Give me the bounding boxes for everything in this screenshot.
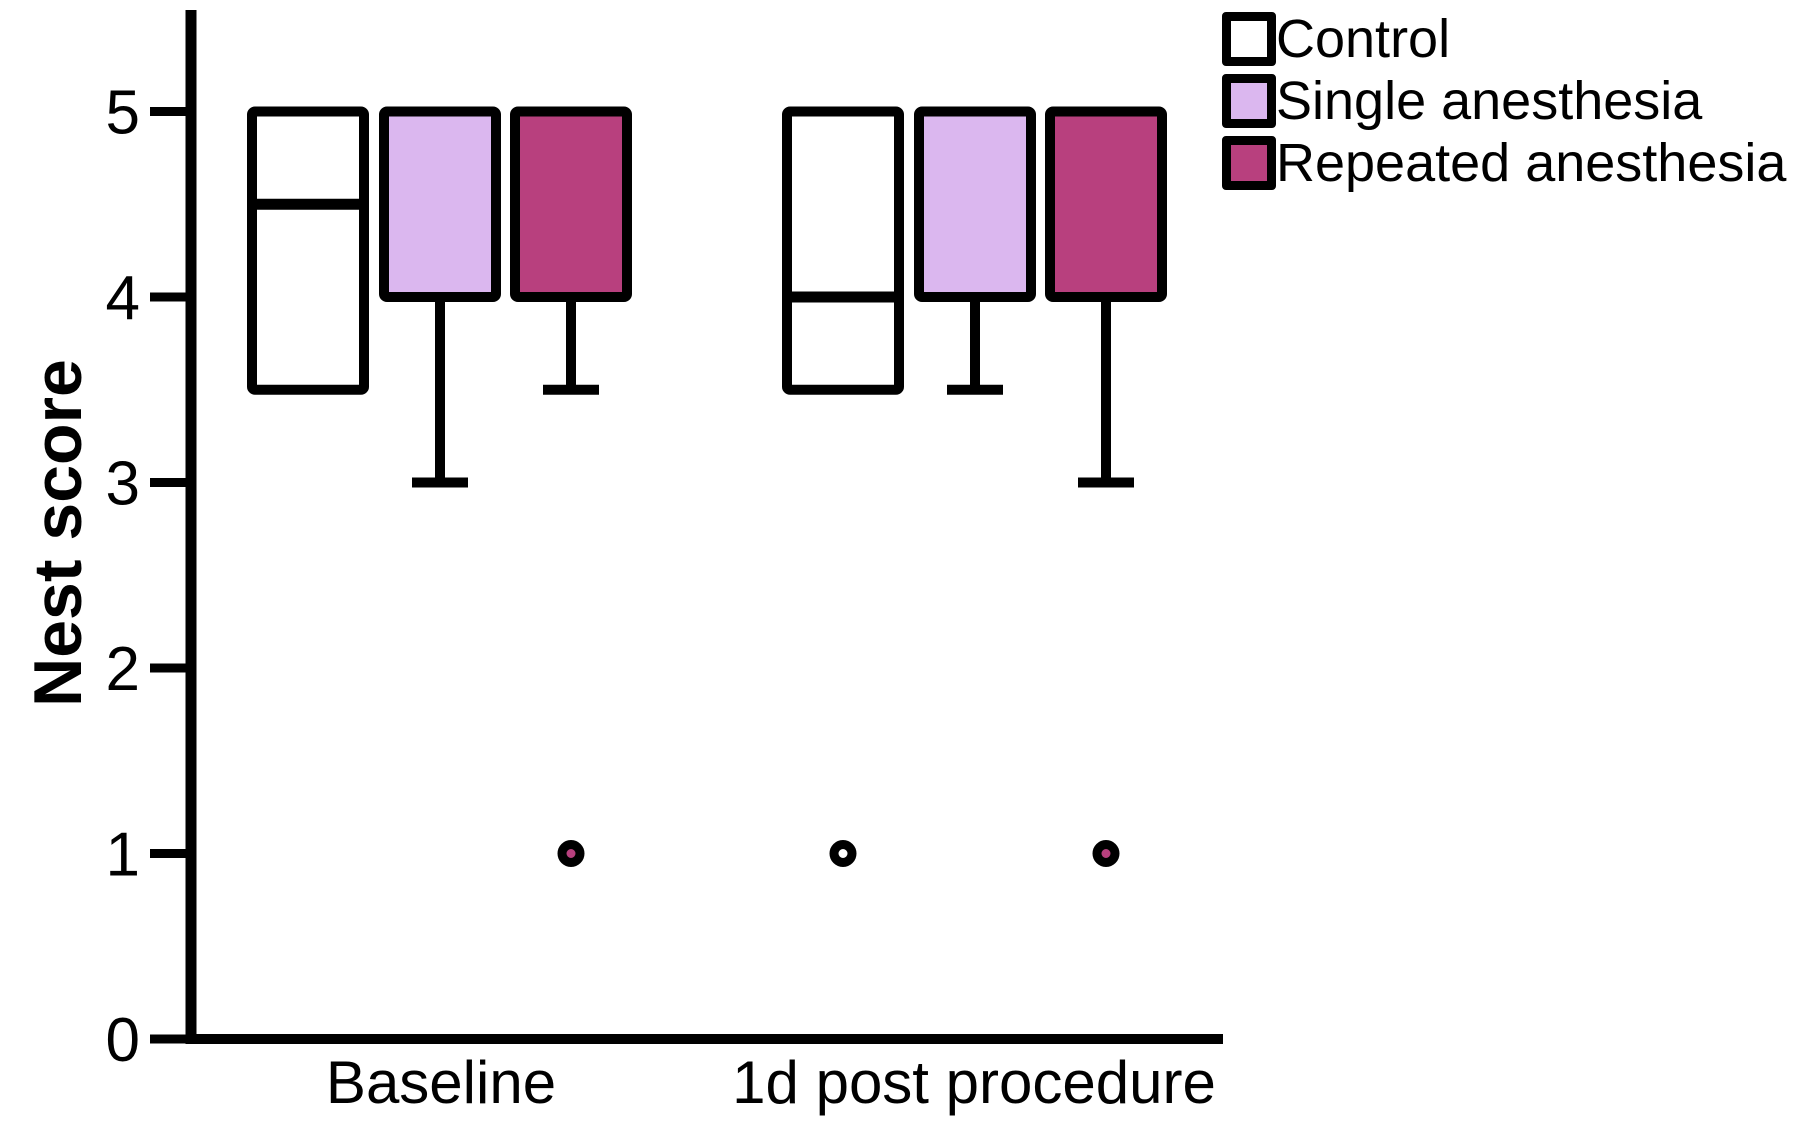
outlier-point-1d-post-procedure-repeated-anesthesia (1092, 840, 1120, 867)
legend-swatch-repeated-anesthesia (1222, 136, 1276, 190)
x-tick-label-1d-post-procedure: 1d post procedure (732, 1049, 1216, 1116)
box-1d-post-procedure-single-anesthesia (914, 106, 1036, 302)
box-baseline-repeated-anesthesia (510, 106, 632, 302)
legend-label-single-anesthesia: Single anesthesia (1276, 71, 1703, 131)
y-tick-label-2: 2 (106, 635, 140, 704)
box-1d-post-procedure-repeated-anesthesia (1045, 106, 1167, 302)
legend-label-repeated-anesthesia: Repeated anesthesia (1276, 133, 1787, 193)
box-baseline-single-anesthesia (379, 106, 501, 302)
outlier-point-1d-post-procedure-control (829, 840, 857, 867)
y-tick-label-5: 5 (106, 79, 140, 148)
legend: Control Single anesthesia Repeated anest… (1222, 12, 1786, 190)
legend-label-control: Control (1276, 9, 1451, 69)
legend-swatch-control (1222, 12, 1276, 66)
y-tick-label-3: 3 (106, 450, 140, 519)
y-tick-label-4: 4 (106, 264, 140, 333)
box-baseline-control (247, 106, 369, 395)
box-1d-post-procedure-control (782, 106, 904, 395)
legend-item-single-anesthesia: Single anesthesia (1222, 74, 1786, 128)
legend-item-control: Control (1222, 12, 1786, 66)
y-tick-label-1: 1 (106, 821, 140, 890)
legend-swatch-single-anesthesia (1222, 74, 1276, 128)
y-axis-title: Nest score (20, 359, 96, 707)
y-tick-label-0: 0 (106, 1006, 140, 1075)
legend-item-repeated-anesthesia: Repeated anesthesia (1222, 136, 1786, 190)
outlier-point-baseline-repeated-anesthesia (557, 840, 585, 867)
x-tick-label-baseline: Baseline (325, 1049, 557, 1116)
